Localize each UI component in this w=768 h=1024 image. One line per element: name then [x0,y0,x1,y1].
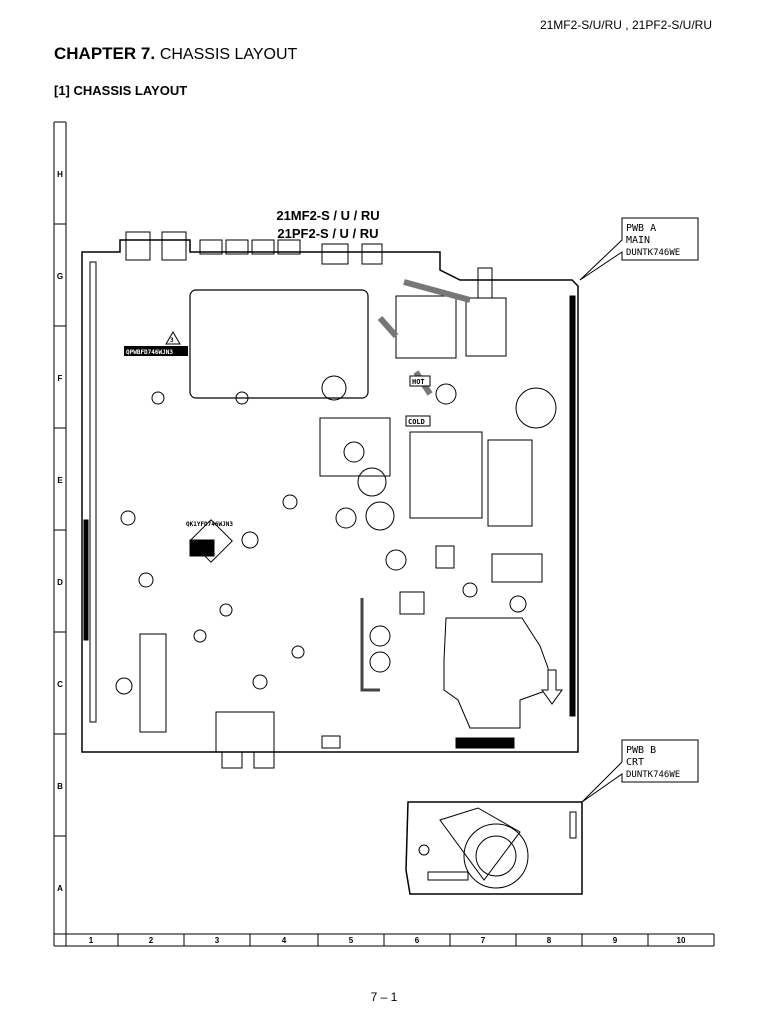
crt-board [405,801,583,895]
pwb-b-line2: CRT [626,757,644,768]
pwb-b-line1: PWB B [626,745,656,756]
row-ticks [54,223,66,837]
pwb-a-line1: PWB A [626,223,656,234]
hot-label: HOT [412,378,425,386]
pwb-a-callout: PWB A MAIN DUNTK746WE [579,217,699,281]
label-3: 3 [170,337,174,344]
pwb-a-line2: MAIN [626,235,650,246]
section-title: [1] CHASSIS LAYOUT [54,83,188,98]
row-label: G [57,272,63,281]
row-label: A [57,884,63,893]
col-label: 3 [215,936,220,945]
pwb-a-line3: DUNTK746WE [626,248,680,258]
pwb-b-callout: PWB B CRT DUNTK746WE [581,739,699,803]
cold-label: COLD [408,418,425,426]
part-code-labels: 3 QPWBFD746WJN3 QK1YFD746WJN3 [124,331,233,528]
main-board [81,231,579,769]
col-labels: 1 2 3 4 5 6 7 8 9 10 [89,936,686,945]
chapter-title: CHAPTER 7. CHASSIS LAYOUT [54,44,297,64]
col-label: 4 [282,936,287,945]
col-label: 6 [415,936,420,945]
chapter-name: CHASSIS LAYOUT [159,46,298,63]
hot-cold-labels: HOT COLD [405,375,431,427]
col-ticks [65,934,649,946]
header-model-number: 21MF2-S/U/RU , 21PF2-S/U/RU [539,18,712,32]
board-title-line2: 21PF2-S / U / RU [277,226,378,241]
board-title: 21MF2-S / U / RU 21PF2-S / U / RU [276,208,379,241]
col-label: 1 [89,936,94,945]
row-labels: H G F E D C B A [57,170,63,893]
row-label: H [57,170,63,179]
row-label: B [57,782,63,791]
col-label: 5 [349,936,354,945]
col-label: 8 [547,936,552,945]
col-label: 9 [613,936,618,945]
col-label: 2 [149,936,154,945]
chapter-number: CHAPTER 7. [54,44,156,63]
ic-code-label: QK1YFD746WJN3 [186,521,233,528]
row-label: D [57,578,63,587]
page-number: 7 – 1 [370,990,398,1004]
col-label: 10 [677,936,686,945]
row-label: F [58,374,63,383]
part-code-label: QPWBFD746WJN3 [126,349,173,356]
pwb-b-line3: DUNTK746WE [626,770,680,780]
board-title-line1: 21MF2-S / U / RU [276,208,379,223]
row-label: C [57,680,63,689]
grid-frame [53,121,715,947]
row-label: E [57,476,63,485]
col-label: 7 [481,936,486,945]
